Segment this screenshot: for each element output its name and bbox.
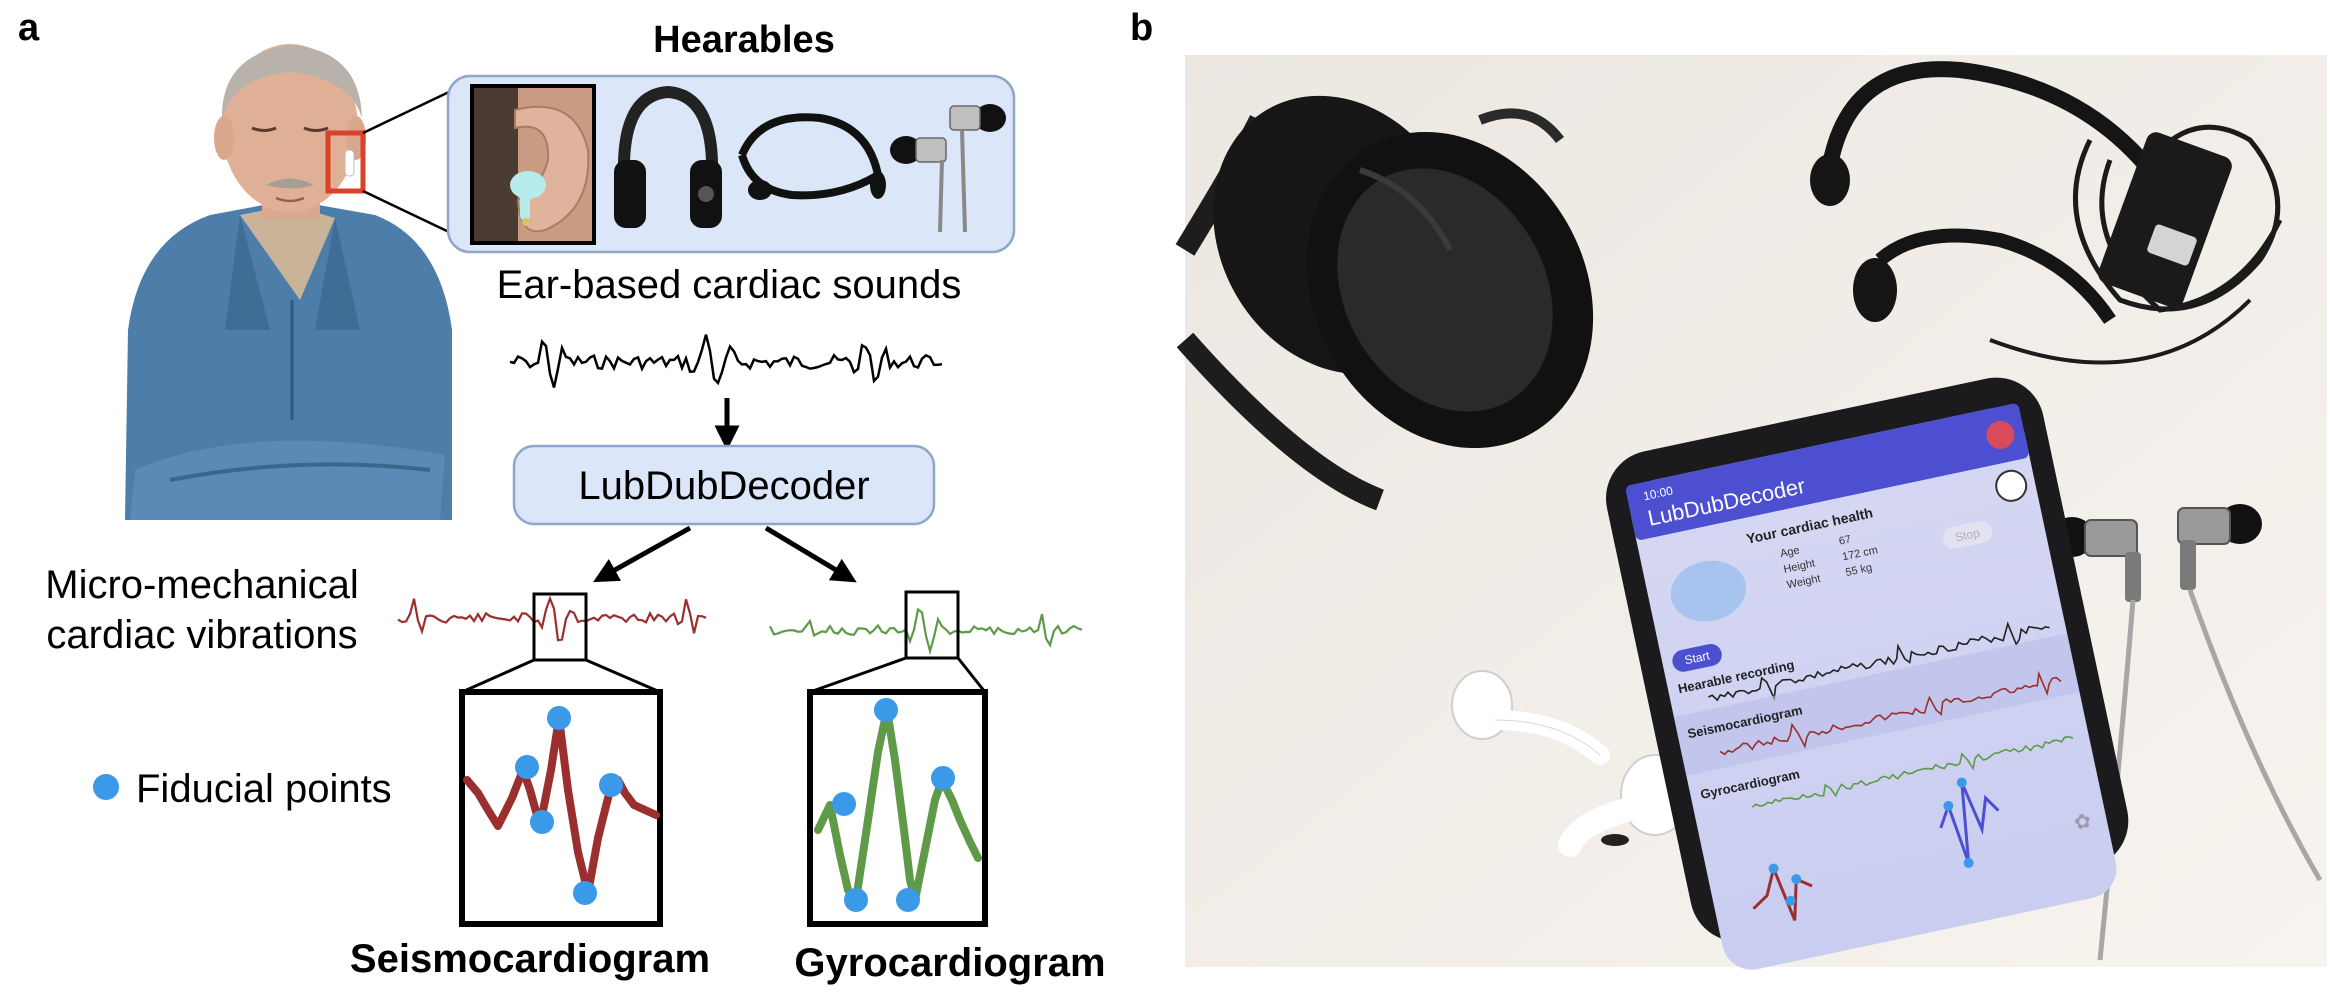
gcg-zoom-window bbox=[904, 590, 960, 660]
headphones-icon bbox=[614, 85, 722, 228]
bone-conduction-headset-icon bbox=[738, 113, 886, 200]
ear-closeup bbox=[470, 84, 596, 245]
fiducial-point bbox=[530, 810, 554, 834]
phone-app-bar bbox=[1625, 403, 2029, 540]
photo-bone-conduction-headset bbox=[1810, 61, 2283, 365]
product-photo: 10:00 LubDubDecoder Your cardiac health … bbox=[1175, 55, 2327, 970]
phone-scg-trace bbox=[1719, 670, 2062, 756]
photo-over-ear-headphones bbox=[1175, 95, 1594, 511]
phone-weight-value: 55 kg bbox=[1844, 562, 1873, 579]
fiducial-point bbox=[931, 766, 955, 790]
panel-b-letter: b bbox=[1130, 7, 1153, 49]
earbud-callout-box bbox=[325, 130, 366, 194]
phone-start-button[interactable] bbox=[1670, 642, 1723, 674]
vibrations-label-line2: cardiac vibrations bbox=[46, 613, 357, 657]
gcg-zoom-trace bbox=[814, 706, 982, 904]
fiducial-point bbox=[896, 888, 920, 912]
settings-icon[interactable]: ✿ bbox=[2072, 810, 2093, 835]
decoder-label: LubDubDecoder bbox=[578, 464, 869, 508]
fiducial-point bbox=[599, 773, 623, 797]
profile-icon bbox=[1995, 469, 2028, 502]
arrow-to-gcg bbox=[764, 525, 857, 583]
scg-fiducial-points bbox=[515, 706, 623, 905]
scg-zoom-window bbox=[532, 592, 588, 662]
fiducial-point bbox=[874, 698, 898, 722]
heart-icon bbox=[1986, 420, 2015, 449]
ear-sounds-label: Ear-based cardiac sounds bbox=[497, 263, 962, 307]
vibrations-label-line1: Micro-mechanical bbox=[45, 563, 358, 607]
fiducial-point bbox=[573, 881, 597, 905]
phone-stop-label: Stop bbox=[1954, 526, 1981, 545]
arrow-to-scg bbox=[593, 525, 692, 583]
phone-stop-button[interactable] bbox=[1941, 519, 1994, 551]
ear-sound-waveform bbox=[509, 334, 943, 388]
gcg-waveform bbox=[769, 607, 1083, 656]
fiducial-legend-dot bbox=[93, 774, 119, 800]
phone-rec-trace bbox=[1708, 621, 2050, 702]
phone-gcg-trace bbox=[1751, 735, 2074, 808]
panel-a-letter: a bbox=[18, 7, 40, 49]
fiducial-label: Fiducial points bbox=[136, 767, 392, 811]
fiducial-point bbox=[515, 755, 539, 779]
photo-smartphone: 10:00 LubDubDecoder Your cardiac health … bbox=[1605, 377, 2129, 970]
panel-a: a bbox=[18, 7, 1106, 985]
in-ear-earphones-icon bbox=[890, 104, 1006, 233]
fiducial-point bbox=[832, 792, 856, 816]
person-illustration bbox=[118, 40, 471, 525]
scg-zoom-trace bbox=[463, 714, 660, 897]
phone-age-label: Age bbox=[1779, 544, 1801, 560]
heart-illustration-icon bbox=[1670, 560, 1747, 622]
scg-waveform bbox=[397, 595, 707, 642]
photo-in-ear-earphones bbox=[2050, 504, 2323, 961]
panel-b: b bbox=[1130, 7, 2327, 970]
fiducial-point bbox=[547, 706, 571, 730]
phone-age-value: 67 bbox=[1838, 533, 1852, 547]
decoder-box bbox=[512, 444, 936, 526]
phone-start-label: Start bbox=[1683, 648, 1711, 667]
fiducial-point bbox=[844, 888, 868, 912]
hearables-title: Hearables bbox=[653, 19, 835, 61]
phone-status-time: 10:00 bbox=[1642, 483, 1675, 503]
gcg-label: Gyrocardiogram bbox=[794, 941, 1105, 985]
gcg-fiducial-points bbox=[832, 698, 955, 912]
scg-label: Seismocardiogram bbox=[350, 937, 710, 981]
